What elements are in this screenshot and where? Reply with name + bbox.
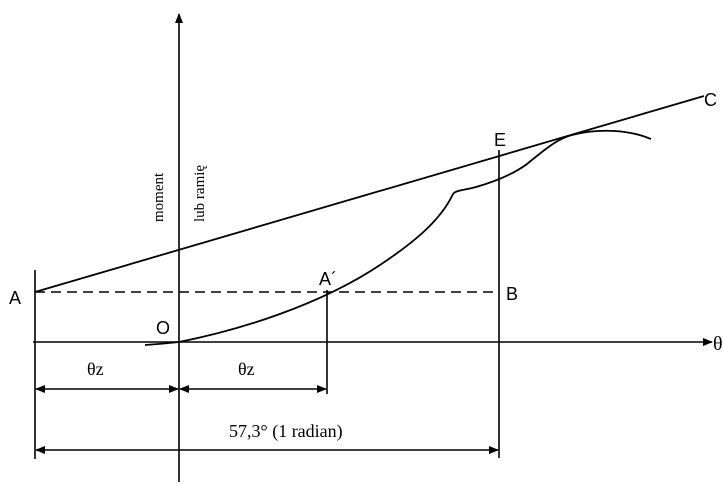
label-x-axis: θ: [713, 333, 723, 355]
label-point-b: B: [506, 284, 518, 304]
label-radian-dimension: 57,3° (1 radian): [229, 421, 343, 442]
tangent-line-ac: [34, 95, 705, 293]
label-point-a-prime: A´: [319, 269, 337, 289]
label-theta-z-left: θz: [87, 359, 104, 379]
label-point-o: O: [156, 318, 170, 338]
label-point-c: C: [704, 90, 717, 110]
label-point-e: E: [494, 130, 506, 150]
label-y-axis-moment: moment: [151, 172, 167, 222]
label-point-a: A: [9, 288, 21, 308]
label-theta-z-right: θz: [238, 359, 255, 379]
righting-arm-curve: [144, 129, 652, 346]
label-y-axis-ramie: lub ramię: [192, 165, 208, 222]
